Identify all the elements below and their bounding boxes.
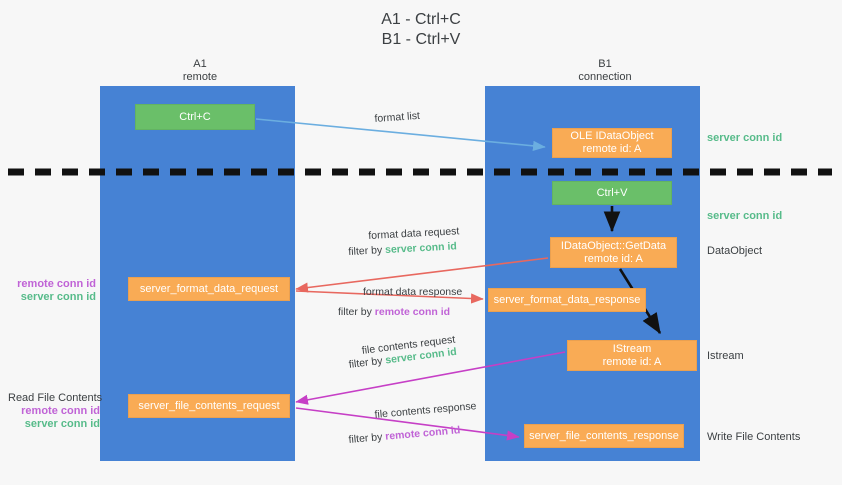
label-file-contents-response-filter-key: remote conn id	[384, 424, 461, 443]
label-file-contents-response-text: file contents response	[374, 400, 477, 421]
annotation-server-conn-id-left-top: server conn id	[20, 291, 96, 303]
label-format-data-request-filter-prefix: filter by	[348, 244, 386, 258]
box-istream[interactable]: IStream remote id: A	[567, 340, 697, 371]
annotation-istream: Istream	[707, 350, 744, 362]
label-format-data-response-filter-prefix: filter by	[338, 306, 375, 318]
label-file-contents-response: file contents response	[374, 399, 477, 422]
annotation-remote-conn-id-bottom: remote conn id	[21, 405, 100, 417]
label-file-contents-request-filter-prefix: filter by	[348, 354, 387, 371]
box-ctrl-v-label: Ctrl+V	[596, 186, 628, 199]
box-server-format-data-response[interactable]: server_format_data_response	[488, 288, 646, 312]
box-ole-idataobject[interactable]: OLE IDataObject remote id: A	[552, 128, 672, 158]
annotation-server-conn-id-mid: server conn id	[707, 210, 783, 222]
label-format-data-response-filter: filter by remote conn id	[338, 305, 450, 319]
column-header-b1: B1 connection	[530, 58, 680, 84]
box-server-file-contents-response[interactable]: server_file_contents_response	[524, 424, 684, 448]
box-idataobject-getdata-line2: remote id: A	[584, 252, 643, 265]
label-format-data-request-filter: filter by server conn id	[348, 239, 457, 259]
box-server-file-contents-response-label: server_file_contents_response	[529, 429, 679, 442]
label-file-contents-response-filter-prefix: filter by	[348, 430, 386, 446]
box-server-file-contents-request[interactable]: server_file_contents_request	[128, 394, 290, 418]
column-header-a1: A1 remote	[130, 58, 270, 84]
box-istream-line2: remote id: A	[602, 355, 662, 368]
column-header-b1-sub: connection	[578, 71, 632, 83]
box-server-format-data-request[interactable]: server_format_data_request	[128, 277, 290, 301]
box-ctrl-c-label: Ctrl+C	[179, 110, 211, 123]
label-format-data-request-filter-key: server conn id	[384, 240, 458, 257]
box-istream-line1: IStream	[612, 342, 652, 355]
column-header-b1-name: B1	[598, 58, 612, 70]
box-server-format-data-request-label: server_format_data_request	[139, 282, 279, 295]
annotation-left-conn-ids-top: remote conn id server conn id	[8, 278, 96, 304]
column-header-a1-name: A1	[193, 58, 207, 70]
box-server-file-contents-request-label: server_file_contents_request	[138, 399, 280, 412]
label-file-contents-response-filter: filter by remote conn id	[348, 423, 461, 447]
box-idataobject-getdata[interactable]: IDataObject::GetData remote id: A	[550, 237, 677, 268]
annotation-server-conn-id-top: server conn id	[707, 132, 783, 144]
label-format-data-response: format data response	[363, 285, 462, 299]
annotation-read-file-contents: Read File Contents	[8, 392, 103, 404]
annotation-write-file-contents: Write File Contents	[707, 431, 801, 443]
annotation-left-conn-ids-bottom: Read File Contents remote conn id server…	[8, 392, 103, 431]
annotation-server-conn-id-left-bottom: server conn id	[24, 418, 100, 430]
annotation-remote-conn-id-top: remote conn id	[17, 278, 96, 290]
label-format-data-response-filter-key: remote conn id	[374, 306, 451, 318]
diagram-title: A1 - Ctrl+C B1 - Ctrl+V	[0, 10, 842, 50]
label-format-data-response-text: format data response	[363, 286, 463, 298]
annotation-dataobject: DataObject	[707, 245, 763, 257]
box-server-format-data-response-label: server_format_data_response	[493, 293, 641, 306]
box-ole-idataobject-line1: OLE IDataObject	[570, 130, 654, 142]
title-line-2: B1 - Ctrl+V	[381, 31, 461, 48]
title-line-1: A1 - Ctrl+C	[381, 11, 461, 28]
box-ctrl-c[interactable]: Ctrl+C	[135, 104, 255, 130]
box-ctrl-v[interactable]: Ctrl+V	[552, 181, 672, 205]
label-format-list: format list	[374, 109, 420, 126]
column-header-a1-sub: remote	[182, 71, 218, 83]
box-idataobject-getdata-line1: IDataObject::GetData	[560, 239, 667, 252]
box-ole-idataobject-line2: remote id: A	[582, 143, 642, 155]
label-format-list-text: format list	[374, 109, 421, 125]
